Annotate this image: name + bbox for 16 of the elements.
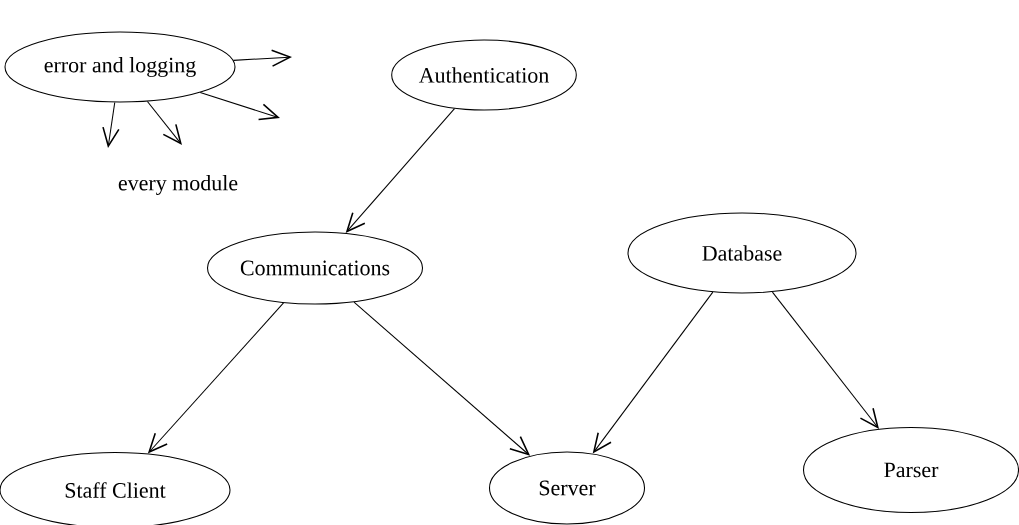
ellipse-node: error and logging bbox=[4, 31, 236, 103]
ellipse-node: Authentication bbox=[391, 39, 577, 111]
arrow bbox=[102, 101, 120, 148]
note-text: every module bbox=[118, 175, 238, 195]
arrow bbox=[199, 92, 280, 121]
arrow bbox=[233, 49, 292, 67]
arrow bbox=[147, 302, 285, 454]
arrow bbox=[771, 291, 879, 429]
ellipse-node: Communications bbox=[207, 231, 424, 305]
arrow bbox=[345, 108, 456, 233]
ellipse-node: Server bbox=[489, 451, 646, 525]
arrow bbox=[146, 101, 182, 145]
arrow bbox=[353, 301, 531, 456]
ellipse-node: Database bbox=[627, 212, 857, 294]
arrow bbox=[592, 291, 714, 454]
ellipse-node: Parser bbox=[803, 426, 1019, 514]
